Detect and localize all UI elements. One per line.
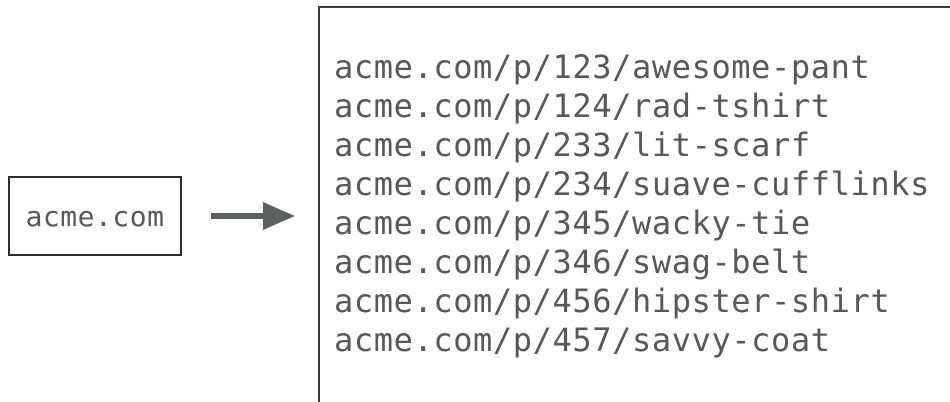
url-line: acme.com/p/346/swag-belt — [334, 243, 811, 281]
url-line: acme.com/p/234/suave-cufflinks — [334, 165, 930, 203]
url-line: acme.com/p/345/wacky-tie — [334, 204, 811, 242]
url-line: acme.com/p/233/lit-scarf — [334, 126, 811, 164]
url-line: acme.com/p/457/savvy-coat — [334, 321, 831, 359]
arrow-right-icon — [205, 197, 300, 235]
source-domain-box: acme.com — [8, 176, 182, 256]
url-line: acme.com/p/124/rad-tshirt — [334, 87, 831, 125]
source-domain-label: acme.com — [25, 199, 165, 233]
url-line: acme.com/p/456/hipster-shirt — [334, 282, 891, 320]
url-line: acme.com/p/123/awesome-pant — [334, 48, 871, 86]
